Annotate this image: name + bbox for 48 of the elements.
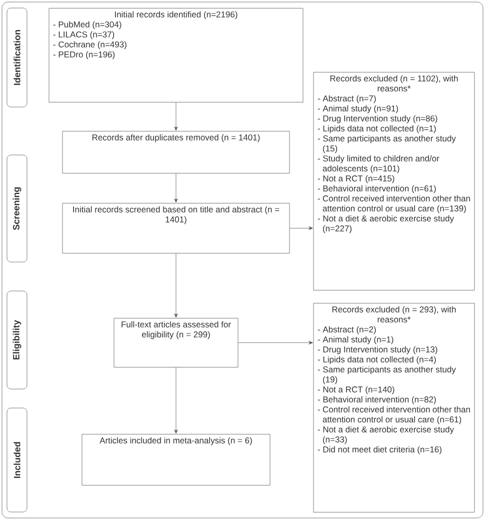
list-item: - Lipids data not collected (n=1) bbox=[318, 125, 436, 134]
box-heading: Records excluded (n = 293), with reasons* bbox=[332, 306, 456, 322]
list-item: - PEDro (n=196) bbox=[53, 51, 115, 60]
list-item: - Not a diet & aerobic exercise study (n=33) bbox=[318, 426, 454, 444]
flow-box bbox=[313, 72, 475, 290]
list-item: - Not a diet & aerobic exercise study (n=227) bbox=[318, 215, 454, 234]
box-heading: Articles included in meta-analysis (n = 6) bbox=[100, 437, 252, 446]
list-item: - Control received intervention other than attention control or usual care (n=61) bbox=[318, 406, 470, 424]
list-item: - Lipids data not collected (n=4) bbox=[318, 356, 436, 364]
stage-label: Screening bbox=[6, 154, 28, 262]
list-item: - Behavioral intervention (n=82) bbox=[318, 396, 436, 404]
list-item: - Did not meet diet criteria (n=16) bbox=[318, 446, 442, 454]
flow-box bbox=[313, 303, 475, 512]
flow-box bbox=[62, 131, 290, 174]
list-item: - Cochrane (n=493) bbox=[53, 41, 126, 50]
stage-label: Eligibility bbox=[6, 290, 28, 390]
flow-box bbox=[48, 8, 304, 102]
flow-box bbox=[62, 203, 290, 254]
list-item: - PubMed (n=304) bbox=[53, 21, 122, 30]
list-item: - Animal study (n=1) bbox=[318, 336, 394, 344]
list-item: - Drug Intervention study (n=13) bbox=[318, 346, 438, 354]
box-heading: Initial records screened based on title and abstract (n = 1401) bbox=[73, 206, 280, 224]
box-heading: Records after duplicates removed (n = 1401) bbox=[92, 134, 260, 142]
arrow bbox=[174, 102, 178, 131]
list-item: - Control received intervention other than attention control or usual care (n=139) bbox=[318, 195, 470, 214]
arrow bbox=[174, 253, 178, 318]
flow-box bbox=[82, 434, 270, 486]
list-item: - Drug Intervention study (n=86) bbox=[318, 115, 438, 124]
box-heading: Full-text articles assessed for eligibility (n = 299) bbox=[122, 321, 231, 340]
list-item: - Animal study (n=91) bbox=[318, 105, 398, 114]
box-heading: Initial records identified (n=2196) bbox=[115, 11, 238, 20]
list-item: - Same participants as another study (15) bbox=[318, 135, 456, 154]
list-item: - Same participants as another study (19) bbox=[318, 366, 456, 384]
list-item: - LILACS (n=37) bbox=[53, 31, 114, 40]
list-item: - Abstract (n=2) bbox=[318, 326, 376, 334]
arrow bbox=[238, 340, 313, 344]
list-item: - Not a RCT (n=140) bbox=[318, 386, 394, 394]
list-item: - Behavioral intervention (n=61) bbox=[318, 185, 436, 194]
arrow bbox=[174, 173, 178, 203]
stage-label: Included bbox=[6, 408, 28, 512]
stage-label: Identification bbox=[6, 8, 28, 108]
list-item: - Abstract (n=7) bbox=[318, 95, 376, 104]
flow-box bbox=[114, 318, 238, 368]
arrow bbox=[290, 226, 313, 230]
list-item: - Not a RCT (n=415) bbox=[318, 175, 394, 184]
list-item: - Study limited to children and/or adolescents (n=101) bbox=[318, 155, 440, 174]
arrow bbox=[174, 367, 178, 434]
box-heading: Records excluded (n = 1102), with reasons* bbox=[330, 75, 458, 92]
